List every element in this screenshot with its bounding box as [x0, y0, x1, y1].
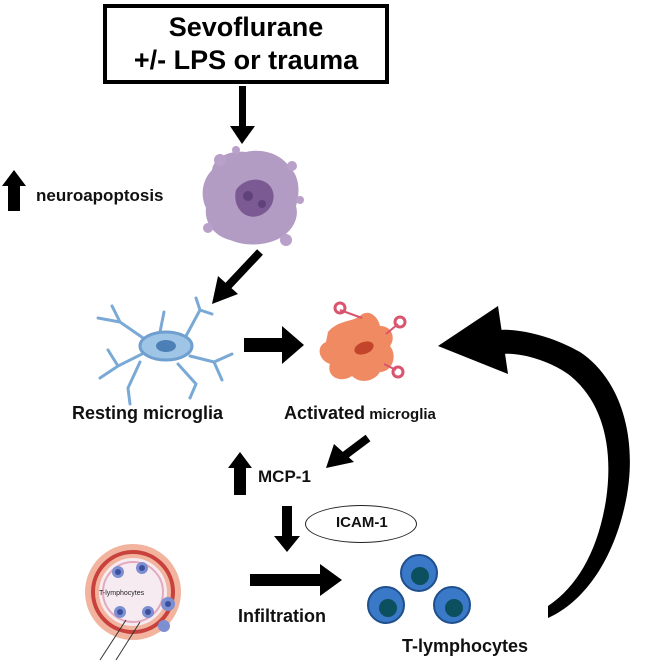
infiltration-label: Infiltration — [238, 606, 326, 626]
arrow-up-icon — [2, 170, 26, 211]
resting-microglia-icon — [96, 296, 234, 406]
neuroapoptosis-label: neuroapoptosis — [36, 186, 164, 205]
curved-feedback-arrow-icon — [438, 306, 630, 618]
icam1-label: ICAM-1 — [336, 514, 388, 531]
icam1-ellipse — [305, 505, 417, 543]
arrow-down-icon — [274, 506, 300, 552]
arrow-down-left-icon — [212, 249, 263, 304]
activated-label: Activated — [284, 403, 366, 423]
t-lymphocyte-icon — [433, 586, 471, 624]
arrow-right-icon — [244, 326, 304, 364]
t-lymphocytes-label: T-lymphocytes — [402, 636, 529, 656]
resting-microglia-label: Resting microglia — [72, 403, 224, 423]
arrow-down-icon — [230, 86, 255, 144]
activated-microglia-suffix: microglia — [365, 406, 436, 423]
activated-microglia-label: Activated microglia — [284, 403, 436, 424]
vessel-inner-label: T-lymphocytes — [99, 590, 145, 597]
arrow-up-icon — [228, 452, 252, 495]
apoptotic-cell-icon — [202, 146, 304, 246]
arrow-down-left-icon — [326, 434, 371, 468]
blood-vessel-icon — [85, 544, 181, 661]
title-line-2: +/- LPS or trauma — [133, 45, 359, 75]
t-lymphocyte-icon — [367, 586, 405, 624]
t-lymphocyte-icon — [400, 554, 438, 592]
arrow-right-icon — [250, 564, 342, 596]
title-line-1: Sevoflurane — [168, 12, 324, 42]
mcp1-label: MCP-1 — [258, 467, 311, 486]
title-box: Sevoflurane +/- LPS or trauma — [103, 4, 389, 84]
activated-microglia-icon — [319, 301, 407, 381]
